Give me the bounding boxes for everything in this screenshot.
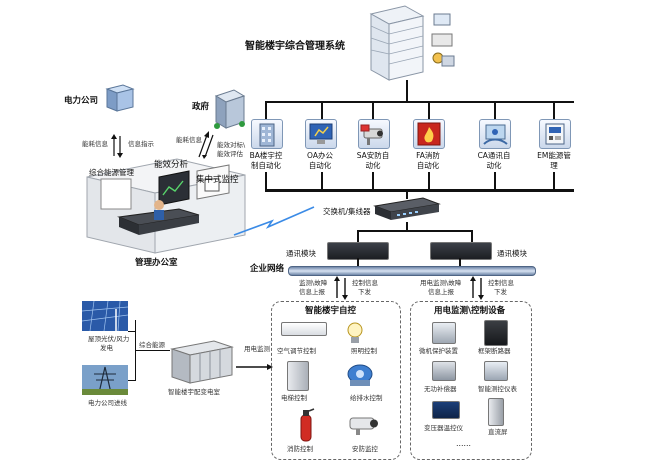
power-control-item-5: 直流屏	[488, 428, 508, 436]
right-flow-up-2: 信息上报	[428, 288, 454, 296]
power-control-item-3: 智能测控仪表	[478, 385, 517, 393]
subsystem-label-em-1: EM能源管	[537, 151, 571, 160]
building-control-item-1: 照明控制	[351, 347, 377, 355]
substation-title: 智能楼宇配变电室	[168, 388, 220, 396]
power-monitor-label: 用电监测	[244, 345, 270, 353]
government-building-icon	[212, 88, 246, 130]
dc-panel-icon	[488, 398, 504, 426]
right-flow-up-1: 用电监测\故障	[420, 279, 462, 287]
flow-arrows-left	[331, 276, 351, 300]
power-company-up-label: 能耗信息	[82, 140, 108, 148]
flow-arrows-right	[467, 276, 487, 300]
left-flow-down-1: 控制信息	[352, 279, 378, 287]
security-camera-icon	[358, 119, 390, 149]
power-control-item-2: 无功补偿器	[424, 385, 457, 393]
building-control-title: 智能楼宇自控	[305, 306, 357, 316]
government-down-label-1: 能效对标\	[217, 141, 246, 149]
switch-label: 交换机/集线器	[323, 207, 371, 216]
enterprise-network-label: 企业网络	[250, 264, 285, 274]
building-control-item-2: 电梯控制	[281, 394, 307, 402]
cctv-camera-icon	[346, 413, 382, 437]
subsystem-label-ba-2: 制自动化	[251, 161, 281, 170]
left-flow-down-2: 下发	[358, 288, 371, 296]
power-company-arrows	[110, 134, 124, 158]
comm-module-right	[430, 242, 492, 260]
left-flow-up-1: 监测\故障	[299, 279, 328, 287]
building-automation-icon	[251, 119, 283, 149]
power-company-label: 电力公司	[64, 96, 99, 106]
right-flow-down-1: 控制信息	[488, 279, 514, 287]
management-office-room	[79, 157, 247, 255]
fire-extinguisher-icon	[297, 407, 315, 443]
subsystem-label-ba-1: BA楼宇控	[249, 151, 283, 160]
subsystem-label-em-2: 理	[550, 161, 558, 170]
network-switch-icon	[373, 196, 441, 222]
left-flow-up-2: 信息上报	[299, 288, 325, 296]
server-rack-icon	[365, 4, 427, 82]
transformer-temp-controller-icon	[432, 401, 460, 419]
building-control-panel	[271, 301, 401, 460]
power-control-item-4: 变压器温控仪	[424, 424, 463, 432]
subsystem-label-oa-1: OA办公	[307, 151, 333, 160]
smart-meter-icon	[484, 361, 508, 381]
subsystem-label-ca-1: CA通讯自	[477, 151, 511, 160]
reactive-compensator-icon	[432, 361, 456, 381]
pv-label-1: 屋顶光伏/风力	[88, 335, 130, 343]
lighting-icon	[343, 320, 367, 346]
power-monitor-arrow	[236, 356, 274, 370]
government-label: 政府	[192, 102, 210, 112]
right-flow-down-2: 下发	[494, 288, 507, 296]
fire-protection-icon	[413, 119, 445, 149]
air-conditioner-icon	[281, 322, 327, 336]
switchgear-icon	[170, 339, 234, 385]
subsystem-label-ca-2: 动化	[486, 161, 502, 170]
pv-label-2: 发电	[100, 344, 113, 352]
subsystem-label-fa-2: 自动化	[416, 161, 440, 170]
power-control-item-1: 框架断路器	[478, 347, 511, 355]
subsystem-label-fa-1: FA消防	[416, 151, 440, 160]
water-pump-icon	[344, 360, 376, 390]
solar-wind-icon	[81, 300, 129, 332]
government-down-label-2: 能效评估	[217, 150, 243, 158]
workstation-icons	[428, 12, 458, 72]
grid-label: 电力公司进线	[88, 399, 127, 407]
power-control-panel	[410, 301, 532, 460]
energy-management-icon	[539, 119, 571, 149]
circuit-breaker-icon	[484, 320, 508, 346]
building-control-item-5: 安防监控	[352, 445, 378, 453]
government-up-label: 能耗信息	[176, 136, 202, 144]
subsystem-label-sa-2: 动化	[365, 161, 381, 170]
comm-module-left-label: 通讯模块	[286, 249, 316, 258]
efficiency-label: 能效分析	[154, 160, 189, 170]
central-monitor-label: 集中式监控	[196, 175, 239, 185]
building-control-item-0: 空气调节控制	[277, 347, 316, 355]
office-title: 管理办公室	[135, 258, 178, 268]
protection-device-icon	[432, 322, 456, 344]
building-control-item-4: 消防控制	[287, 445, 313, 453]
integrated-energy-label: 综合能源	[139, 341, 165, 349]
power-control-more: ……	[456, 439, 471, 448]
government-arrows	[195, 131, 215, 159]
building-control-item-3: 给排水控制	[350, 394, 383, 402]
power-company-building-icon	[103, 83, 135, 113]
subsystem-label-oa-2: 自动化	[308, 161, 332, 170]
communication-icon	[479, 119, 511, 149]
energy-mgmt-label: 综合能源管理	[89, 168, 134, 177]
power-company-down-label: 信息指示	[128, 140, 154, 148]
subsystem-label-sa-1: SA安防自	[356, 151, 390, 160]
enterprise-network-bus	[288, 266, 536, 276]
office-automation-icon	[305, 119, 337, 149]
elevator-icon	[287, 361, 309, 391]
comm-module-right-label: 通讯模块	[497, 249, 527, 258]
power-control-item-0: 微机保护装置	[419, 347, 458, 355]
system-title: 智能楼宇综合管理系统	[245, 41, 345, 52]
power-grid-tower-icon	[82, 365, 128, 395]
network-link-bolt	[232, 205, 316, 237]
power-control-title: 用电监测\控制设备	[434, 306, 506, 316]
